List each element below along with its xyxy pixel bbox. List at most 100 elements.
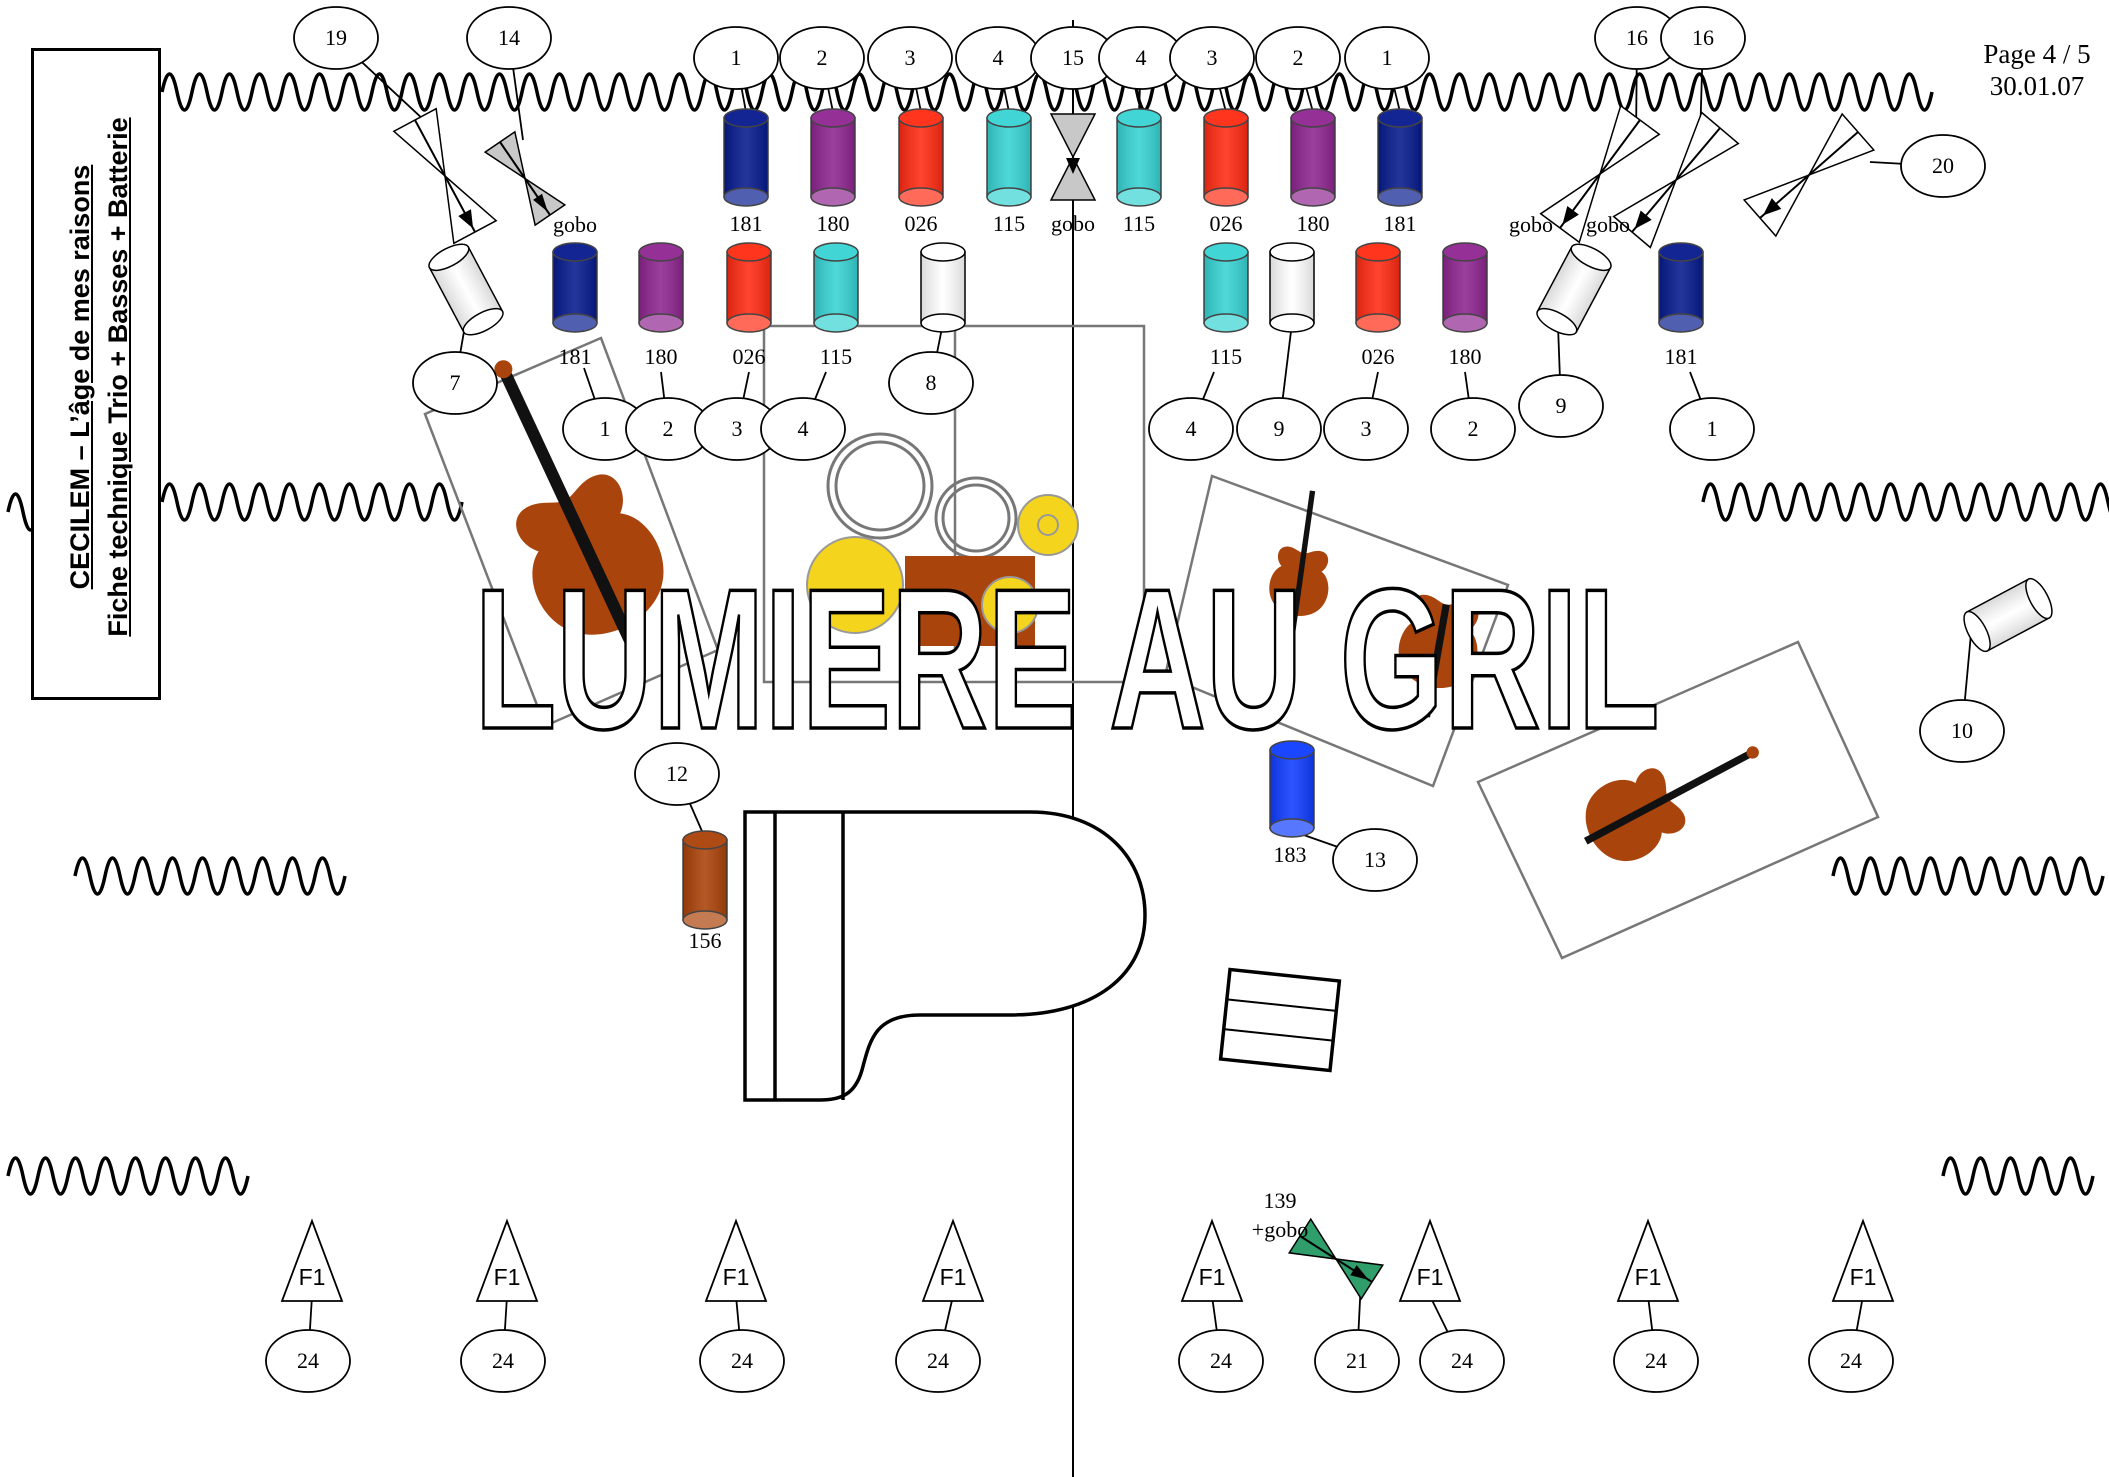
callout-16-label: 16: [1626, 25, 1648, 50]
foh-lamp-label: F1: [1417, 1264, 1444, 1290]
lamp-180: [810, 108, 856, 207]
callout-1-label: 1: [731, 45, 742, 70]
foh-lamp-icon: F1: [1616, 1218, 1680, 1302]
lamp-181: [1377, 108, 1423, 207]
callout-4: [1148, 397, 1234, 461]
callout-3-label: 3: [905, 45, 916, 70]
title-box: CECILEM – L’âge de mes raisons Fiche tec…: [31, 48, 161, 700]
lamp-color-label: 156: [689, 928, 722, 953]
lamp-color-label: 181: [1665, 344, 1698, 369]
lamp-115: [1203, 242, 1249, 333]
foh-lamp-label: F1: [1635, 1264, 1662, 1290]
riser-right-upper: [1163, 474, 1510, 788]
lamp-026: [1355, 242, 1401, 333]
watermark-text: LUMIERE AU GRIL: [475, 548, 1660, 771]
lamp-color-label: +gobo: [1252, 1217, 1308, 1242]
callout-13-label: 13: [1364, 847, 1386, 872]
callout-24-label: 24: [1840, 1348, 1862, 1373]
gobo-label: gobo: [1586, 212, 1630, 237]
lamp-color-label: 026: [905, 211, 938, 236]
gobo-label: gobo: [553, 212, 597, 237]
profile-spot-icon: [392, 107, 498, 245]
violin-icon: [1398, 594, 1479, 718]
lamp-115: [813, 242, 859, 333]
callout-9-label: 9: [1274, 416, 1285, 441]
lamp-color-label: 139: [1264, 1188, 1297, 1213]
lamp-white: [1536, 243, 1612, 336]
foh-lamp-label: F1: [494, 1264, 521, 1290]
foh-lamp-icon: F1: [704, 1218, 768, 1302]
callout-19: [293, 6, 379, 70]
callout-21-label: 21: [1346, 1348, 1368, 1373]
lamp-color-label: 181: [1384, 211, 1417, 236]
riser-outlines: [423, 324, 1880, 960]
lamp-color-label: 115: [1123, 211, 1155, 236]
lamp-180: [638, 242, 684, 333]
callout-9: [1518, 374, 1604, 438]
lamp-115: [986, 108, 1032, 207]
page-info: Page 4 / 5 30.01.07: [1962, 38, 2109, 102]
lamp-156: [682, 830, 728, 930]
callout-24: [699, 1329, 785, 1393]
foh-lamp-icon: F1: [1398, 1218, 1462, 1302]
lamp-181: [1658, 242, 1704, 333]
lamp-183: [1269, 740, 1315, 838]
riser-right-lower: [1476, 640, 1880, 960]
callout-24: [895, 1329, 981, 1393]
callout-1-label: 1: [600, 416, 611, 441]
foh-lamp-label: F1: [1850, 1264, 1877, 1290]
curtain-border-right: [1701, 482, 2109, 522]
callout-1-label: 1: [1707, 416, 1718, 441]
title-line-1: CECILEM – L’âge de mes raisons: [65, 164, 95, 590]
callout-3-label: 3: [1207, 45, 1218, 70]
violin-icon: [1583, 746, 1759, 862]
callout-16-label: 16: [1692, 25, 1714, 50]
callout-16: [1660, 6, 1746, 70]
callout-15-label: 15: [1062, 45, 1084, 70]
foh-lamp-label: F1: [723, 1264, 750, 1290]
callout-2-label: 2: [1468, 416, 1479, 441]
lamp-180: [1442, 242, 1488, 333]
violin-icon: [494, 360, 664, 649]
lamp-color-label: 026: [1210, 211, 1243, 236]
callout-24-label: 24: [492, 1348, 514, 1373]
lamp-115: [1116, 108, 1162, 207]
foh-lamp-icon: F1: [921, 1218, 985, 1302]
callout-24: [1808, 1329, 1894, 1393]
lamp-181: [723, 108, 769, 207]
lamp-color-label: 180: [1297, 211, 1330, 236]
gobo-profile-icon: [1049, 113, 1097, 201]
callout-12: [634, 742, 720, 806]
lamp-color-label: 115: [993, 211, 1025, 236]
lamp-color-label: 026: [1362, 344, 1395, 369]
gobo-label: gobo: [1051, 211, 1095, 236]
callout-2: [1255, 26, 1341, 90]
callout-8: [888, 351, 974, 415]
title-line-2: Fiche technique Trio + Basses + Batterie: [103, 117, 133, 637]
foh-lamp-icon: F1: [280, 1218, 344, 1302]
riser-left: [423, 336, 720, 728]
callout-2-label: 2: [1293, 45, 1304, 70]
gobo-profile-icon: [483, 130, 567, 227]
lamp-color-label: 183: [1274, 842, 1307, 867]
lamps: [428, 108, 2053, 930]
callout-1: [1669, 397, 1755, 461]
callout-20: [1900, 134, 1986, 198]
lamp-color-label: 180: [645, 344, 678, 369]
lamp-color-label: 115: [820, 344, 852, 369]
lamp-180: [1290, 108, 1336, 207]
lamp-181: [552, 242, 598, 333]
callout-8-label: 8: [926, 370, 937, 395]
green-profile-icon: [1287, 1217, 1385, 1301]
callout-24-label: 24: [1645, 1348, 1667, 1373]
callout-24-label: 24: [1210, 1348, 1232, 1373]
callout-21: [1314, 1329, 1400, 1393]
callout-24: [1419, 1329, 1505, 1393]
lamp-white: [1963, 577, 2053, 653]
callout-24-label: 24: [927, 1348, 949, 1373]
callout-24: [1613, 1329, 1699, 1393]
drum-kit: [806, 432, 1079, 646]
